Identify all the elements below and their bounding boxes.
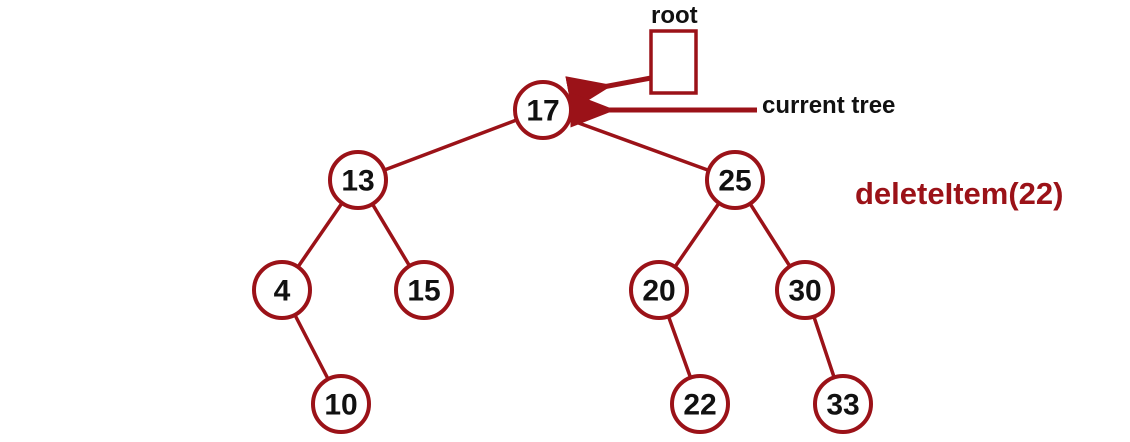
node-value: 13	[341, 165, 374, 198]
node-value: 4	[274, 275, 291, 308]
node-value: 22	[683, 389, 716, 422]
tree-edge	[382, 118, 519, 172]
root-label: root	[651, 2, 698, 29]
node-circle	[394, 260, 454, 320]
node-value: 15	[407, 275, 440, 308]
operation-label: deleteItem(22)	[855, 176, 1064, 211]
node-value: 25	[718, 165, 751, 198]
root-pointer-arrow	[565, 75, 652, 111]
tree-edge	[666, 314, 693, 380]
node-circle	[705, 150, 765, 210]
tree-node-33: 33	[813, 374, 873, 434]
node-circle	[670, 374, 730, 434]
node-circle	[328, 150, 388, 210]
tree-edge	[370, 202, 412, 268]
tree-node-15: 15	[394, 260, 454, 320]
tree-node-22: 22	[670, 374, 730, 434]
node-value: 33	[826, 389, 859, 422]
tree-edges	[293, 117, 836, 381]
tree-node-10: 10	[311, 374, 371, 434]
tree-edge	[567, 117, 711, 173]
node-value: 20	[642, 275, 675, 308]
node-circle	[513, 80, 573, 140]
tree-node-17: 17	[513, 80, 573, 140]
tree-node-30: 30	[775, 260, 835, 320]
current-tree-label: current tree	[762, 92, 896, 119]
node-circle	[311, 374, 371, 434]
tree-edge	[812, 314, 836, 380]
tree-nodes: 17 13 25 4 15 20 30 10 22 33	[252, 80, 873, 434]
node-circle	[813, 374, 873, 434]
root-pointer-box	[649, 29, 698, 95]
node-circle	[775, 260, 835, 320]
node-circle	[629, 260, 689, 320]
tree-node-25: 25	[705, 150, 765, 210]
node-value: 30	[788, 275, 821, 308]
node-circle	[252, 260, 312, 320]
tree-edge	[293, 313, 330, 381]
tree-node-4: 4	[252, 260, 312, 320]
root-pointer-cell	[649, 29, 698, 95]
node-value: 10	[324, 389, 357, 422]
node-value: 17	[526, 95, 559, 128]
tree-node-20: 20	[629, 260, 689, 320]
tree-edge	[296, 201, 344, 269]
tree-edge	[673, 201, 721, 269]
tree-edge	[748, 201, 792, 269]
pointer-arrows	[565, 75, 757, 128]
tree-node-13: 13	[328, 150, 388, 210]
